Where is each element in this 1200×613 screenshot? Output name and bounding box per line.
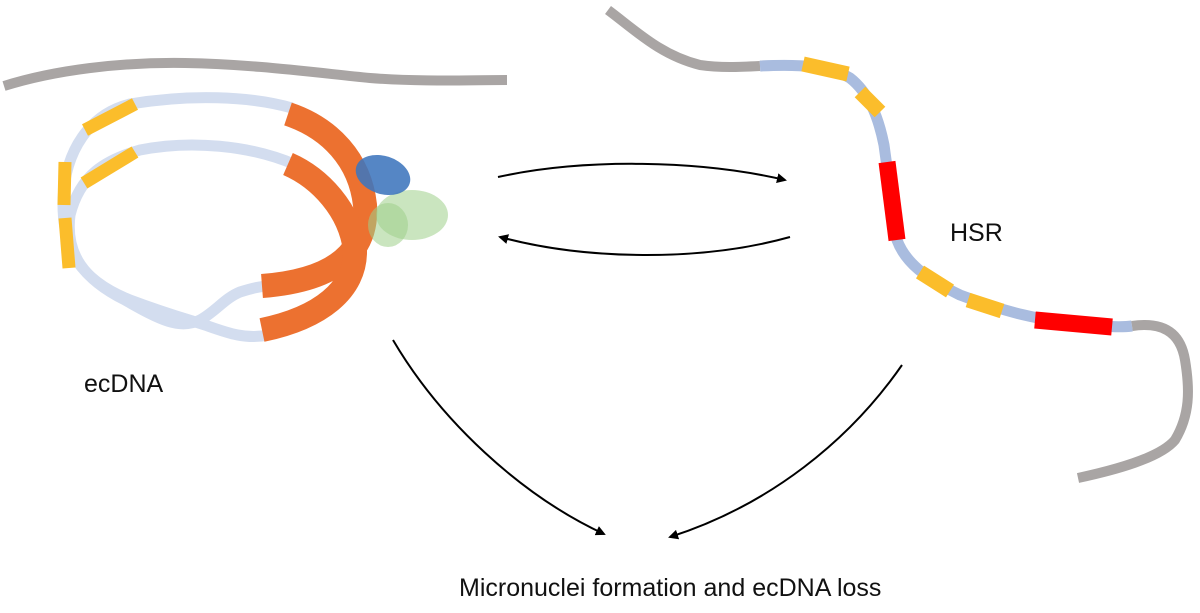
ecdna-to-micronuclei-arrow: [392, 339, 606, 536]
hsr-label: HSR: [950, 219, 1003, 247]
hsr-chromosome-bottom-gray: [1076, 320, 1193, 483]
ecdna-yellow-segments: [57, 98, 139, 269]
hsr-red-segment: [1034, 311, 1113, 336]
protein-blue-ellipse: [355, 154, 411, 196]
ecdna-yellow-segment: [58, 217, 76, 269]
hsr-chromosome-top-gray: [605, 5, 761, 72]
ecdna-orange-segment: [260, 102, 378, 298]
ecdna-outer-loop: [57, 92, 294, 343]
hsr-yellow-segment: [854, 86, 886, 118]
hsr-to-ecdna-arrow: [498, 234, 791, 256]
ecdna-orange-segments: [259, 102, 378, 342]
hsr-yellow-segment: [915, 265, 955, 298]
ecdna-yellow-segment: [57, 161, 72, 206]
chromosome-segment-left: [2, 57, 508, 91]
ecdna-yellow-segment: [80, 146, 139, 189]
hsr-to-micronuclei-arrow: [668, 364, 903, 540]
protein-green-ellipse: [368, 203, 408, 247]
hsr-yellow-segment: [965, 292, 1005, 319]
ecdna-circles: [57, 92, 299, 343]
ecdna-to-hsr-arrow: [497, 162, 787, 184]
ecdna-orange-segment: [259, 153, 367, 342]
arrows: [392, 162, 903, 540]
hsr-yellow-segment: [801, 56, 850, 82]
protein-complex: [355, 154, 448, 247]
ecdna-yellow-segment: [82, 98, 138, 136]
micronuclei-outcome-label: Micronuclei formation and ecDNA loss: [459, 574, 882, 602]
ecdna-label: ecDNA: [84, 370, 164, 398]
hsr-red-segment: [878, 160, 906, 242]
ecdna-inner-loop: [63, 139, 299, 330]
hsr-chromosome: [605, 5, 1193, 483]
